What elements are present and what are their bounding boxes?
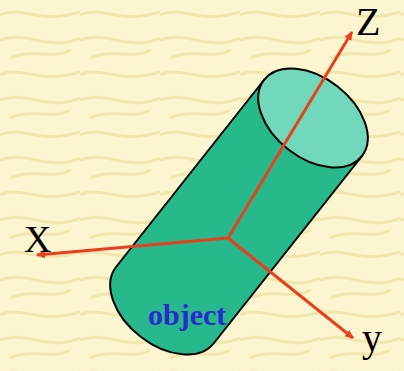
x-axis: [37, 238, 228, 255]
y-axis: [228, 238, 353, 338]
z-axis: [228, 32, 352, 238]
axis-label: X: [24, 220, 51, 258]
axis-label: Z: [356, 2, 380, 42]
cylinder-top: [240, 48, 387, 187]
axis-label: y: [362, 318, 382, 358]
object-label: object: [148, 300, 226, 330]
